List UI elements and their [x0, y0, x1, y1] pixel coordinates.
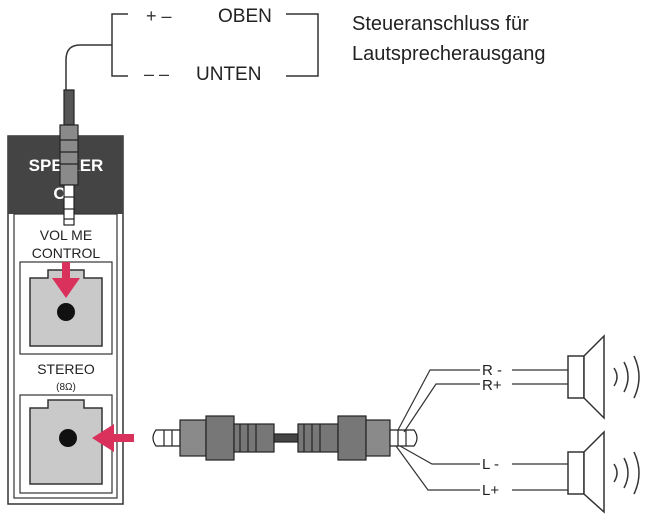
- stereo-label-line-2: (8Ω): [56, 382, 76, 393]
- speaker-wires: [395, 369, 568, 491]
- volume-label-line-1: VOL ME: [40, 227, 92, 243]
- sound-waves-right: [613, 355, 640, 399]
- panel-header-line-2: O: [53, 184, 66, 203]
- wire-right-minus: [397, 369, 480, 431]
- volume-insert-arrow: [52, 262, 80, 298]
- stereo-label-line-1: STEREO: [37, 361, 95, 377]
- speaker-right: [567, 334, 640, 420]
- speaker-left: [567, 430, 640, 514]
- right-bracket: [286, 13, 319, 77]
- wire-left-minus: [399, 445, 480, 465]
- control-plug: [59, 89, 79, 226]
- description-line-1: Steueranschluss für: [352, 13, 529, 35]
- wire-label-left-minus: L -: [482, 456, 499, 473]
- top-polarity-symbols: + –: [146, 6, 172, 26]
- left-bracket: [111, 13, 128, 77]
- top-label: OBEN: [218, 6, 272, 27]
- wire-right-plus: [403, 383, 480, 433]
- volume-label-line-2: CONTROL: [32, 245, 101, 261]
- wire-label-left-plus: L+: [482, 482, 499, 499]
- sound-waves-left: [613, 451, 640, 495]
- wire-label-right-minus: R -: [482, 362, 502, 379]
- wire-label-right-plus: R+: [482, 377, 502, 394]
- stereo-cable: [152, 415, 418, 461]
- wire-left-plus: [395, 445, 480, 491]
- stereo-jack[interactable]: [19, 394, 113, 494]
- connector-bracket: [65, 13, 319, 125]
- bottom-label: UNTEN: [196, 64, 261, 85]
- description-line-2: Lautsprecherausgang: [352, 43, 545, 65]
- bottom-polarity-symbols: – –: [144, 64, 169, 84]
- control-cable-upper: [65, 44, 112, 125]
- stereo-insert-arrow: [92, 424, 134, 452]
- control-cable-lower: [72, 66, 112, 125]
